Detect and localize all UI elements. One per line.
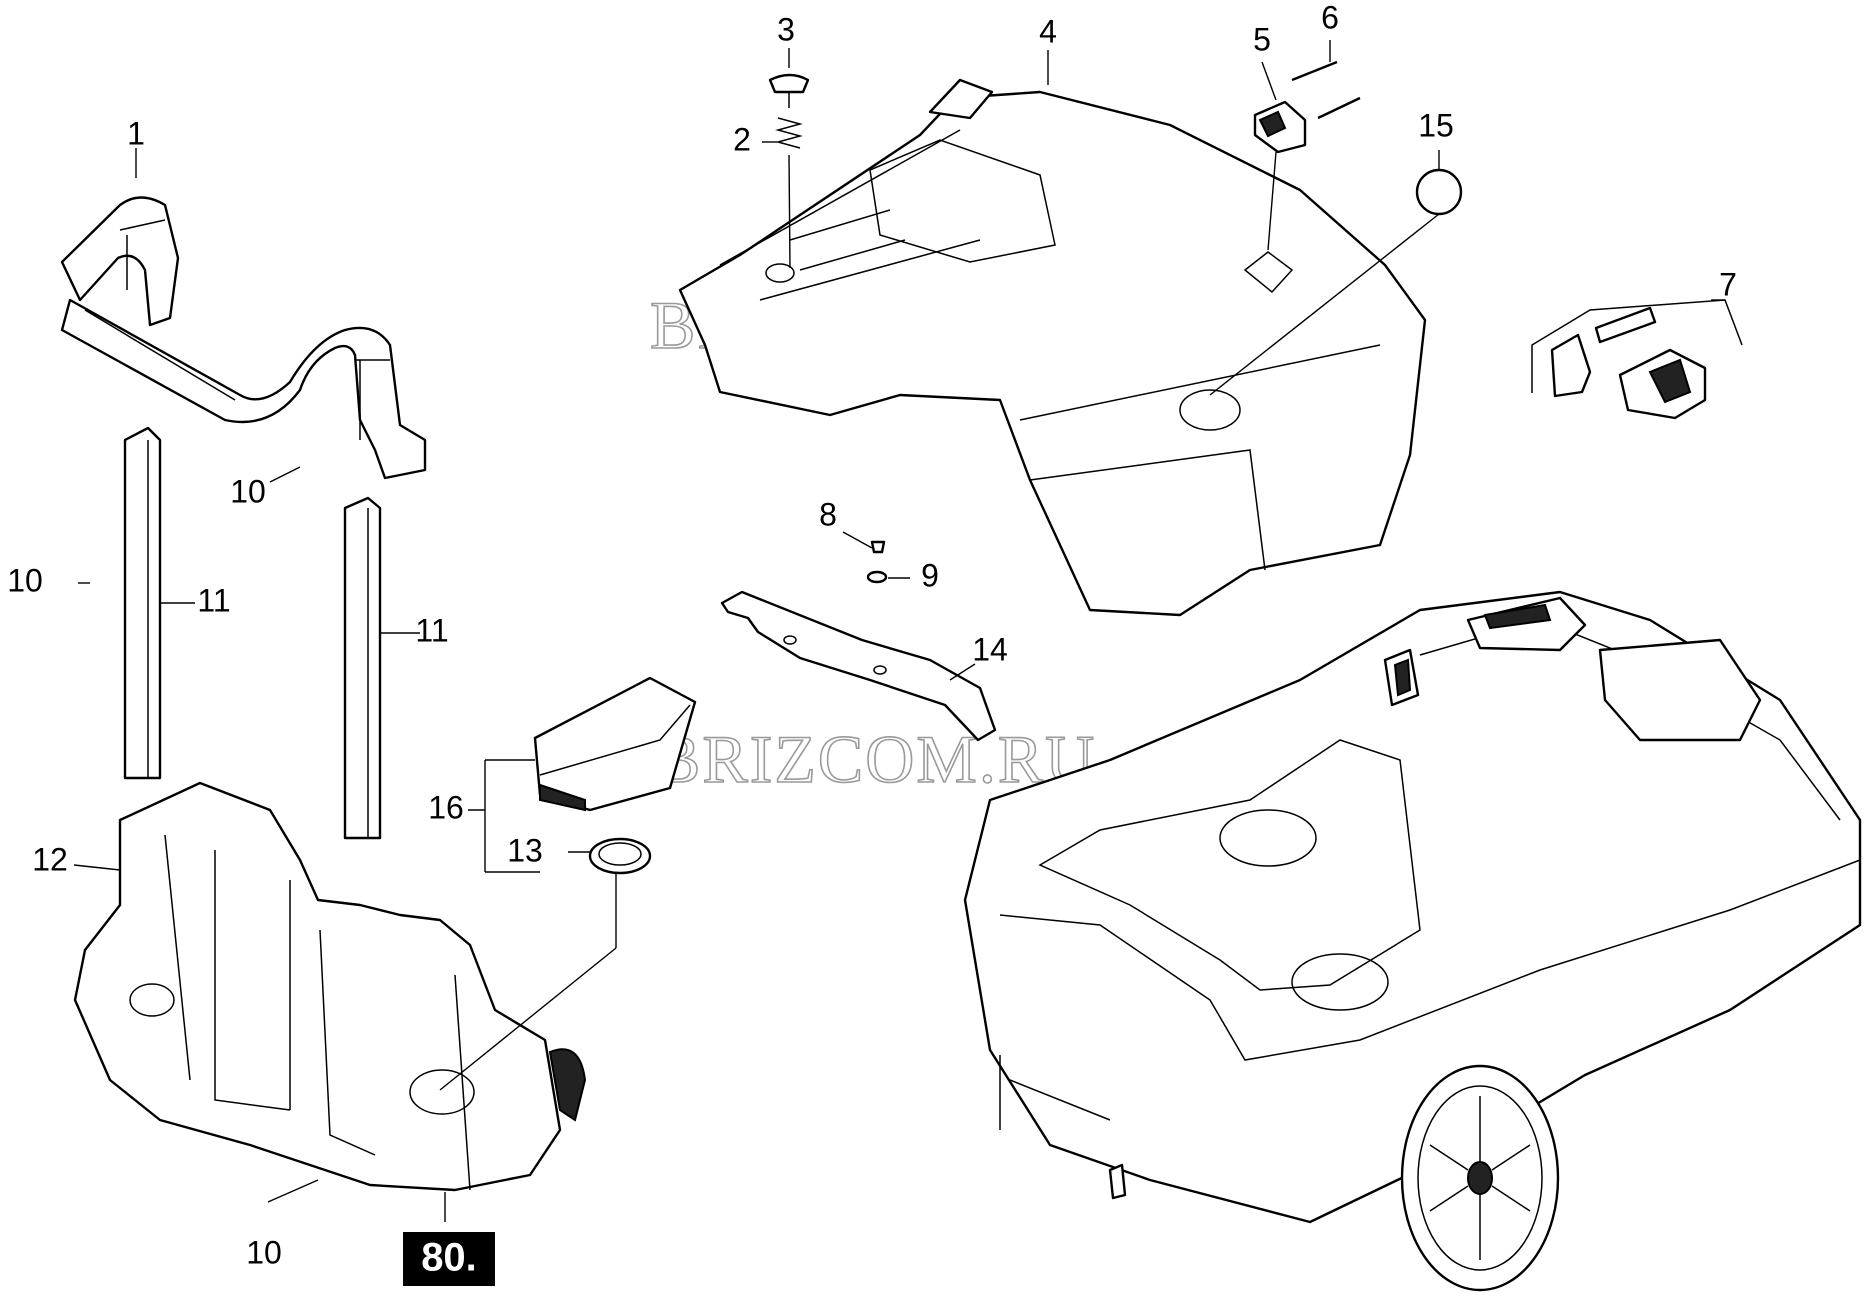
part-6-pins[interactable]	[1291, 60, 1361, 120]
part-12-rear-housing[interactable]	[73, 781, 587, 1192]
part-1-handle[interactable]	[60, 196, 427, 480]
sheet-number: 80.	[421, 1236, 477, 1280]
callout-4: 4	[1039, 13, 1057, 49]
callout-6: 6	[1321, 0, 1339, 35]
callout-13: 13	[507, 832, 543, 868]
part-14-bracket[interactable]	[720, 590, 997, 742]
part-11-tube-left[interactable]	[123, 426, 162, 780]
sheet-number-box	[403, 1232, 495, 1286]
callout-16: 16	[428, 789, 464, 825]
callout-10-bottom: 10	[246, 1234, 282, 1270]
callout-11-right: 11	[415, 612, 448, 648]
part-3-valve[interactable]	[768, 73, 810, 108]
callout-10-upper: 10	[230, 473, 266, 509]
callout-2: 2	[733, 121, 751, 157]
part-11-tube-right[interactable]	[343, 496, 382, 840]
callout-labels: 1 2 3 4 5 6 7 8 9 10 10 10 11 11 12 13 1…	[7, 0, 1737, 1270]
part-15-plug[interactable]	[1415, 168, 1463, 216]
callout-9: 9	[921, 557, 939, 593]
callout-3: 3	[777, 11, 795, 47]
part-16-filter-cover[interactable]	[533, 676, 697, 812]
callout-5: 5	[1253, 21, 1271, 57]
callout-15: 15	[1418, 107, 1454, 143]
part-2-spring[interactable]	[775, 117, 803, 149]
callout-7: 7	[1719, 266, 1737, 302]
part-4-top-cover[interactable]	[678, 78, 1427, 617]
part-7-connector-set[interactable]	[1531, 299, 1743, 420]
callout-1: 1	[127, 115, 145, 151]
leader-lines	[73, 40, 1725, 1222]
part-13-seal-ring[interactable]	[588, 837, 652, 875]
watermark-lower: BRIZCOM.RU	[655, 721, 1096, 797]
part-9-washer[interactable]	[866, 570, 888, 584]
part-8-screw[interactable]	[870, 540, 886, 554]
callout-8: 8	[819, 496, 837, 532]
wheel[interactable]	[1400, 1064, 1560, 1292]
callout-14: 14	[972, 631, 1008, 667]
part-5-latch[interactable]	[1253, 100, 1307, 154]
sheet-number-badge: 80.	[403, 1232, 495, 1286]
callout-12: 12	[32, 841, 68, 877]
callout-11-left: 11	[197, 582, 230, 618]
main-base-unit[interactable]	[963, 590, 1862, 1224]
callout-10-left: 10	[7, 562, 43, 598]
